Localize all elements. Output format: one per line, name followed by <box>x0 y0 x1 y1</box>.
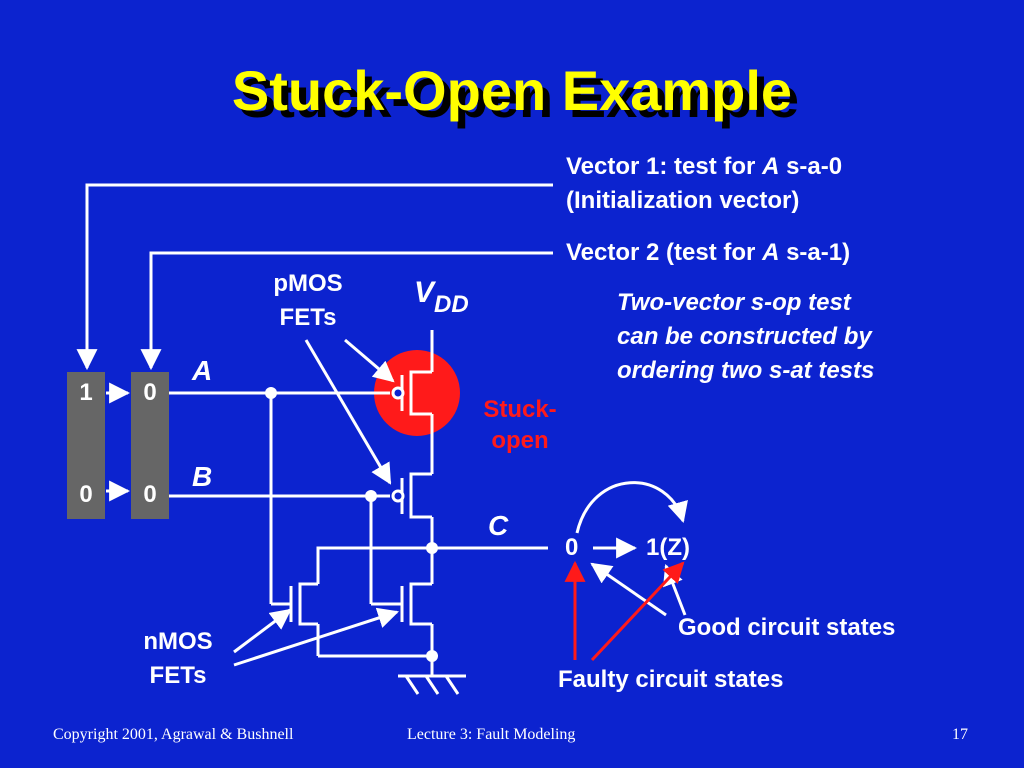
two-vector-note-line3: ordering two s-at tests <box>617 357 875 384</box>
footer-page-number: 17 <box>952 726 968 743</box>
footer-lecture: Lecture 3: Fault Modeling <box>407 726 576 743</box>
register-vector2 <box>131 372 169 519</box>
vector1-pointer <box>76 183 553 371</box>
slide-title: Stuck-Open Example <box>231 59 793 122</box>
vector1-label: Vector 1: test for A s-a-0 <box>566 153 843 180</box>
junction-c <box>426 542 438 554</box>
nmos-label-line2: FETs <box>149 662 207 689</box>
junction-b <box>365 490 377 502</box>
vdd-label: VDD <box>414 276 469 318</box>
two-vector-note-line2: can be constructed by <box>617 323 872 350</box>
register1-bottom-bit: 0 <box>79 481 93 508</box>
good-pointer-0 <box>590 562 667 617</box>
register2-top-bit: 0 <box>143 379 157 406</box>
faulty-pointer-1 <box>590 561 685 662</box>
nmos-label-line1: nMOS <box>143 628 213 655</box>
register1-top-bit: 1 <box>79 379 93 406</box>
pmos-pointer-a <box>344 338 395 383</box>
register-vector1 <box>67 372 105 519</box>
pmos-label-line2: FETs <box>279 304 337 331</box>
register2-bottom-bit: 0 <box>143 481 157 508</box>
good-pointer-1 <box>663 564 687 616</box>
junction-a <box>265 387 277 399</box>
two-vector-note-line1: Two-vector s-op test <box>617 289 851 316</box>
nmos-pointer-b <box>233 607 399 667</box>
vector1-subtitle: (Initialization vector) <box>566 187 800 214</box>
stuck-open-highlight <box>374 350 460 436</box>
state-0: 0 <box>565 534 579 561</box>
input-a-label: A <box>192 355 213 386</box>
pmos-pointer-b <box>304 339 392 485</box>
output-c-label: C <box>488 510 509 541</box>
vector2-label: Vector 2 (test for A s-a-1) <box>566 239 851 266</box>
state-1z: 1(Z) <box>646 534 690 561</box>
nmos-pointer-a <box>233 608 292 654</box>
junction-gnd <box>426 650 438 662</box>
state-loop-arrow <box>575 481 688 534</box>
footer-copyright: Copyright 2001, Agrawal & Bushnell <box>53 726 294 743</box>
stuck-open-label: Stuck- open <box>483 396 557 455</box>
good-circuit-states-label: Good circuit states <box>678 614 896 641</box>
vector2-pointer <box>140 251 553 371</box>
pmos-label-line1: pMOS <box>273 270 343 297</box>
faulty-circuit-states-label: Faulty circuit states <box>558 666 784 693</box>
input-b-label: B <box>192 461 213 492</box>
